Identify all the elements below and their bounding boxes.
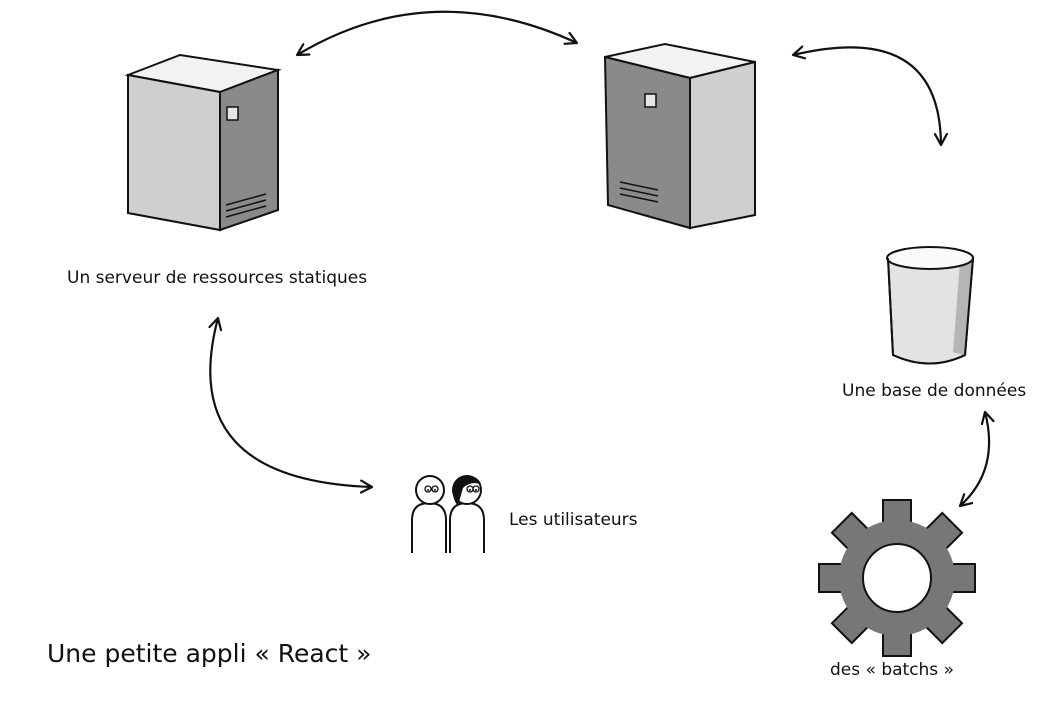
arrow-database-batchs: [960, 412, 989, 506]
users-label: Les utilisateurs: [509, 510, 638, 530]
static-server-label: Un serveur de ressources statiques: [67, 268, 368, 288]
diagram-title: Une petite appli « React »: [47, 639, 372, 668]
arrow-app-server-database: [793, 47, 941, 145]
database-label: Une base de données: [842, 381, 1027, 401]
app-server-icon: [603, 42, 756, 230]
database-icon: [886, 246, 975, 365]
users-icon: [411, 475, 485, 553]
arrow-users-static-server: [210, 318, 372, 487]
static-server-icon: [124, 53, 282, 232]
gear-icon: [818, 499, 976, 657]
arrow-static-server-app-server: [297, 10, 577, 55]
batchs-label: des « batchs »: [830, 660, 954, 680]
